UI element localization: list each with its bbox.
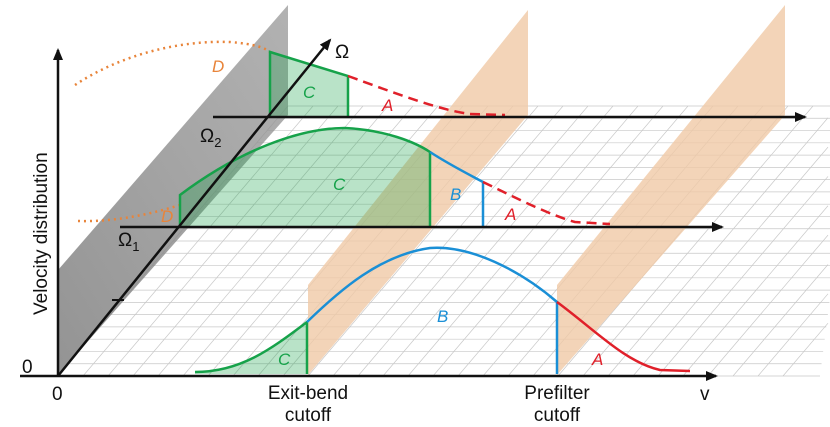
- grid-line-v: [107, 105, 339, 377]
- grid-line-v: [132, 105, 364, 377]
- grid-line-v: [582, 105, 814, 377]
- omega2-distribution: [74, 40, 807, 122]
- grid-line-v: [607, 117, 829, 377]
- grid-line-v: [182, 105, 414, 377]
- omega2-region-D-label: D: [212, 57, 224, 76]
- omega1-region-B-outline: [429, 150, 485, 226]
- omega1-region-A-dashed: [482, 180, 611, 226]
- exit-bend-cutoff-plane: [308, 10, 528, 375]
- omega2-region-C-fill: [270, 52, 348, 116]
- omega1-region-C-label: C: [333, 175, 346, 194]
- front-region-A-outline: [556, 300, 691, 373]
- front-distribution: [194, 246, 691, 374]
- prefilter-label-line1: Prefilter: [524, 383, 590, 404]
- omega1-region-C-outline: [178, 126, 432, 226]
- front-region-C-outline: [194, 319, 309, 374]
- omega2-region-A-dashed: [347, 74, 506, 117]
- front-region-A-label: A: [591, 350, 603, 369]
- grid-line-v: [457, 105, 689, 377]
- omega2-region-A-label: A: [381, 96, 393, 115]
- origin-y-label: 0: [22, 357, 33, 378]
- front-region-C-fill: [195, 322, 307, 374]
- omega-wall-plane: [58, 5, 288, 375]
- omega1-distribution: [77, 126, 724, 232]
- omega1-label: Ω1: [118, 230, 139, 254]
- grid-line-v: [682, 205, 829, 377]
- x-axis-label: v: [700, 384, 710, 405]
- grid-line-v: [332, 105, 564, 377]
- origin-x-label: 0: [52, 384, 63, 405]
- omega1-region-A-label: A: [504, 205, 516, 224]
- grid-line-v: [157, 105, 389, 377]
- grid-line-v: [207, 105, 439, 377]
- grid-line-v: [732, 264, 829, 377]
- grid-line-v: [357, 105, 589, 377]
- grid-line-v: [707, 234, 829, 377]
- grid-line-v: [82, 105, 314, 377]
- omega1-region-CD-fill: [180, 128, 430, 226]
- grid-line-v: [382, 105, 614, 377]
- grid-line-v: [307, 105, 539, 377]
- omega-axis-label: Ω: [335, 42, 349, 63]
- front-region-B-outline: [306, 246, 559, 374]
- grid-line-v: [407, 105, 639, 377]
- prefilter-cutoff-plane: [557, 5, 785, 375]
- omega1-region-B-label: B: [450, 185, 461, 204]
- omega2-region-D-dotted: [74, 40, 271, 87]
- front-region-C-label: C: [278, 350, 291, 369]
- exit-bend-label-line2: cutoff: [285, 405, 332, 426]
- front-region-B-label: B: [437, 307, 448, 326]
- omega1-region-D-label: D: [161, 207, 173, 226]
- exit-bend-label-line1: Exit-bend: [268, 383, 348, 404]
- grid-line-v: [632, 146, 829, 377]
- omega2-region-C-label: C: [303, 83, 316, 102]
- omega-axis: [57, 38, 332, 377]
- grid-line-v: [657, 176, 829, 377]
- main-axes: [20, 38, 718, 381]
- grid-line-v: [757, 293, 829, 377]
- grid-line-v: [782, 322, 829, 377]
- grid-line-v: [432, 105, 664, 377]
- prefilter-label-line2: cutoff: [534, 405, 581, 426]
- omega2-label: Ω2: [200, 126, 221, 150]
- y-axis-label: Velocity distribution: [31, 152, 52, 315]
